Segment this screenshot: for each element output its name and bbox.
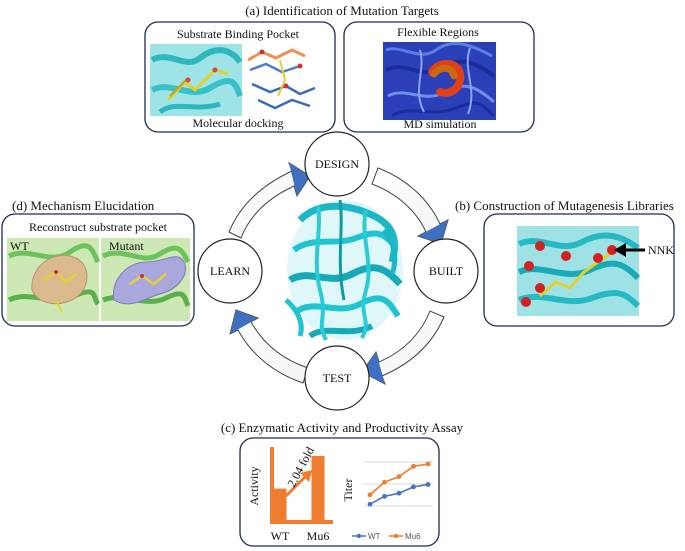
md-simulation-image — [383, 42, 496, 120]
panel-c-box — [239, 437, 440, 547]
panel-d-title: (d) Mechanism Elucidation — [12, 198, 155, 213]
panel-d-box: Reconstruct substrate pocket WT Mutant — [1, 213, 195, 327]
arrow-head-learn-icon — [230, 310, 258, 334]
arrow-head-built-icon — [418, 220, 448, 244]
arrow-head-test-icon — [362, 352, 385, 384]
legend-wt-label: WT — [368, 532, 381, 541]
series-point-mu6-4 — [425, 461, 431, 467]
wt-label: WT — [10, 239, 29, 253]
bar-category-wt: WT — [271, 529, 290, 543]
node-design: DESIGN — [304, 131, 370, 197]
molecular-docking-caption: Molecular docking — [193, 116, 284, 130]
substrate-binding-pocket-heading: Substrate Binding Pocket — [177, 27, 300, 41]
node-test: TEST — [304, 345, 370, 411]
arrow-head-design-icon — [289, 163, 310, 196]
fold-increase-arrow — [284, 472, 310, 498]
legend-wt-marker — [356, 533, 362, 539]
node-design-label: DESIGN — [315, 157, 359, 171]
node-test-label: TEST — [323, 371, 352, 385]
central-protein-structure — [284, 199, 403, 341]
panel-a-title: (a) Identification of Mutation Targets — [245, 3, 439, 18]
series-point-wt-4 — [425, 482, 431, 487]
node-built: BUILT — [413, 238, 479, 304]
series-point-wt-2 — [396, 490, 402, 496]
docking-structure-image — [150, 44, 316, 116]
bar-category-mu6: Mu6 — [307, 529, 330, 543]
wt-pocket-image — [7, 238, 101, 321]
bar-mu6 — [311, 456, 325, 520]
panel-a-right-box: Flexible Regions MD simulation — [343, 21, 535, 133]
series-point-wt-1 — [382, 493, 387, 499]
nnk-label: NNK — [648, 243, 674, 257]
legend-mu6-label: Mu6 — [405, 532, 421, 541]
line-chart-legend: WT Mu6 — [352, 532, 421, 541]
mutant-pocket-image — [101, 238, 191, 321]
titer-axis-label: Titer — [341, 479, 355, 502]
legend-mu6-marker — [393, 533, 399, 539]
series-point-wt-3 — [411, 484, 416, 490]
mutant-label: Mutant — [109, 239, 144, 253]
node-built-label: BUILT — [429, 264, 464, 278]
titer-line-chart: Titer WT Mu6 — [341, 461, 433, 541]
bar-wt — [273, 488, 287, 520]
series-point-mu6-3 — [411, 463, 416, 469]
bar-chart-axes — [270, 447, 333, 524]
activity-axis-label: Activity — [247, 466, 261, 505]
cycle-arrows — [228, 161, 449, 386]
mutagenesis-structure-image — [517, 226, 645, 316]
series-point-wt-0 — [367, 501, 373, 507]
series-point-mu6-0 — [367, 492, 373, 498]
series-point-mu6-1 — [382, 479, 387, 485]
panel-b-box: NNK — [483, 213, 675, 327]
flexible-regions-heading: Flexible Regions — [397, 25, 479, 39]
md-simulation-caption: MD simulation — [403, 117, 476, 131]
node-learn-label: LEARN — [210, 264, 250, 278]
reconstruct-pocket-heading: Reconstruct substrate pocket — [29, 220, 168, 234]
panel-b-title: (b) Construction of Mutagenesis Librarie… — [455, 198, 674, 213]
panel-a-left-box: Substrate Binding Pocket Molecular docki… — [144, 21, 336, 133]
node-learn: LEARN — [197, 238, 263, 304]
fold-arrow-head-icon — [300, 470, 312, 482]
series-point-mu6-2 — [396, 474, 402, 480]
panel-c-title: (c) Enzymatic Activity and Productivity … — [221, 420, 464, 435]
